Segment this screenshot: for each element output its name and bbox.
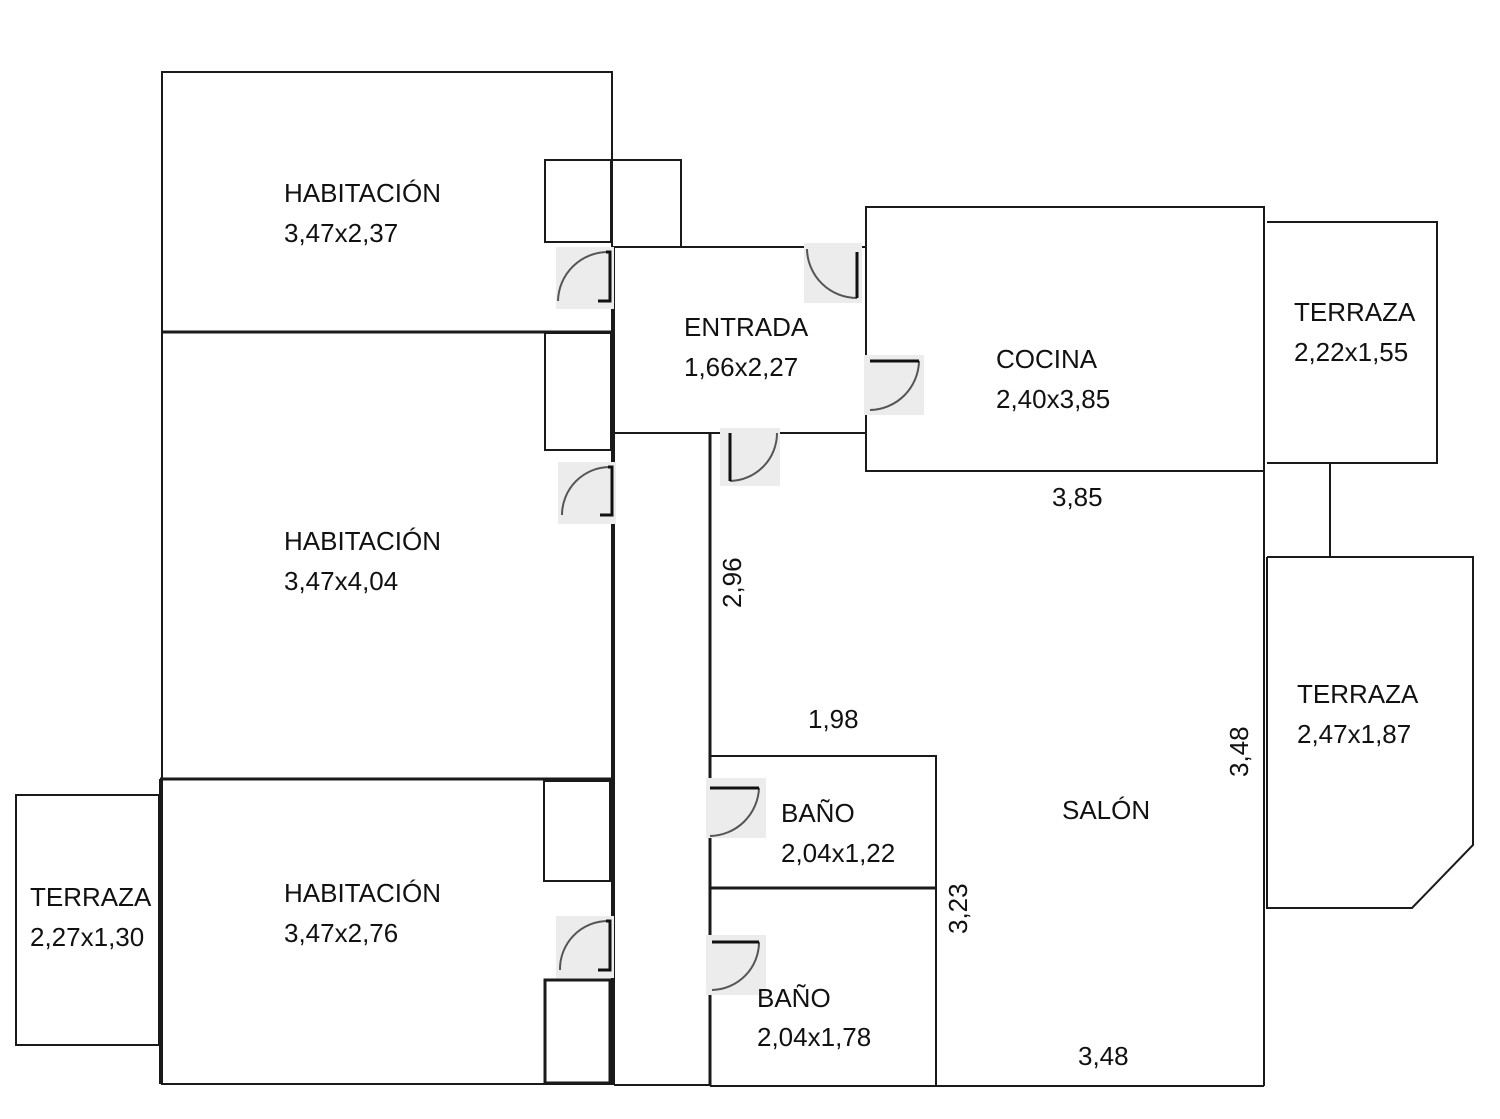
bathroom-1-name: BAÑO [781,798,855,828]
terrace-top-right-outline [1267,221,1438,464]
wardrobe-1 [544,159,612,243]
dimension-salon-top: 3,85 [1052,482,1103,512]
door-bedroom-3[interactable] [556,916,614,978]
bedrooms-outline [161,71,613,1085]
salon-name: SALÓN [1062,795,1150,825]
terrace-left-name: TERRAZA [30,882,152,912]
wardrobe-2 [544,332,612,451]
bedroom-3-size: 3,47x2,76 [284,918,398,948]
door-bedroom-2[interactable] [558,462,616,524]
bedroom-2-size: 3,47x4,04 [284,566,398,596]
terrace-right-size: 2,47x1,87 [1297,719,1411,749]
entrance-closet [611,159,682,248]
bedroom-3-name: HABITACIÓN [284,878,441,908]
bedroom-2-name: HABITACIÓN [284,526,441,556]
bedroom-1-name: HABITACIÓN [284,178,441,208]
entrance-name: ENTRADA [684,312,809,342]
dimension-salon-inner: 1,98 [808,704,859,734]
bathroom-2-name: BAÑO [757,983,831,1013]
entrance-size: 1,66x2,27 [684,352,798,382]
bathroom-1-size: 2,04x1,22 [781,838,895,868]
bathroom-2-size: 2,04x1,78 [757,1022,871,1052]
terrace-right-name: TERRAZA [1297,679,1419,709]
dimension-salon-bottom: 3,48 [1078,1041,1129,1071]
kitchen-outline [865,206,1265,472]
door-bedroom-1[interactable] [556,247,614,309]
kitchen-name: COCINA [996,344,1098,374]
terrace-left-outline [15,794,160,1046]
terrace-top-right-name: TERRAZA [1294,297,1416,327]
door-hall-to-salon[interactable] [720,428,780,486]
wardrobe-3 [543,780,611,882]
door-bathroom-1[interactable] [706,778,766,838]
wardrobe-4 [543,978,612,1085]
door-entrance-to-kitchen[interactable] [804,243,862,303]
dimension-salon-left: 2,96 [717,557,747,608]
door-bathroom-2[interactable] [706,935,766,995]
terrace-top-right-size: 2,22x1,55 [1294,337,1408,367]
dimension-salon-right: 3,48 [1224,726,1254,777]
door-kitchen-side[interactable] [864,355,924,415]
bathroom-block-outline [710,755,937,1086]
dimension-salon-bath-side: 3,23 [943,883,973,934]
bedroom-1-size: 3,47x2,37 [284,218,398,248]
terrace-left-size: 2,27x1,30 [30,922,144,952]
kitchen-size: 2,40x3,85 [996,384,1110,414]
